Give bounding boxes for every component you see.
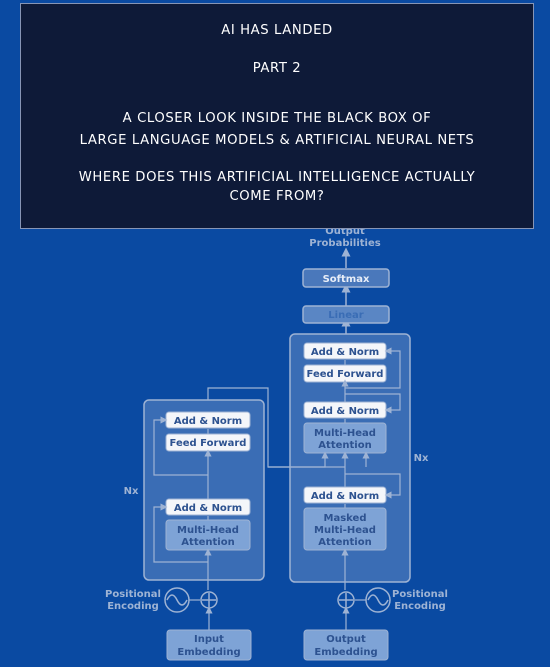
decoder-add-norm-3-label: Add & Norm <box>311 347 379 358</box>
encoder-output-line <box>207 387 329 468</box>
residual-line <box>345 347 401 389</box>
output-probabilities-label-2: Probabilities <box>309 238 380 249</box>
nx-label-encoder: Nx <box>124 486 139 497</box>
encoder-feed-forward-label: Feed Forward <box>170 438 247 449</box>
decoder-mha-label-2: Attention <box>318 440 371 451</box>
decoder-feed-forward-label: Feed Forward <box>307 369 384 380</box>
residual-line <box>345 473 401 499</box>
masked-mha-label-2: Multi-Head <box>314 525 376 536</box>
positional-encoding-label-4: Encoding <box>394 601 446 612</box>
subtitle-line-1: A CLOSER LOOK INSIDE THE BLACK BOX OF <box>122 111 432 126</box>
encoder-mha-label-1: Multi-Head <box>177 525 239 536</box>
question-line-2: COME FROM? <box>229 189 325 204</box>
output-embedding-box <box>303 629 389 661</box>
encoder-add-norm-1-label: Add & Norm <box>174 503 242 514</box>
nx-label-decoder: Nx <box>414 453 429 464</box>
sine-wave-icon <box>367 594 389 606</box>
output-embedding-label-2: Embedding <box>314 647 377 658</box>
subtitle-line-2: LARGE LANGUAGE MODELS & ARTIFICIAL NEURA… <box>79 133 475 148</box>
encoder-mha-label-2: Attention <box>181 537 234 548</box>
decoder-add-norm-2-label: Add & Norm <box>311 406 379 417</box>
masked-mha-label-3: Attention <box>318 537 371 548</box>
positional-encoding-label-2: Encoding <box>107 601 159 612</box>
positional-encoding-label-1: Positional <box>105 589 161 600</box>
output-probabilities-label-1: Output <box>325 229 365 237</box>
sine-wave-icon <box>166 594 188 606</box>
decoder-add-norm-1-label: Add & Norm <box>311 491 379 502</box>
encoder-add-norm-2-label: Add & Norm <box>174 416 242 427</box>
masked-mha-label-1: Masked <box>324 513 367 524</box>
transformer-diagram: Output Probabilities Softmax Linear Add … <box>105 229 448 661</box>
decoder-mha-label-1: Multi-Head <box>314 428 376 439</box>
question-line-1: WHERE DOES THIS ARTIFICIAL INTELLIGENCE … <box>78 170 476 185</box>
residual-line <box>153 503 208 563</box>
linear-label: Linear <box>328 310 363 321</box>
title-line: AI HAS LANDED <box>221 23 333 38</box>
linear-box <box>302 305 390 324</box>
input-embedding-label-1: Input <box>194 634 224 645</box>
residual-line <box>345 393 401 414</box>
input-embedding-label-2: Embedding <box>177 647 240 658</box>
input-embedding-box <box>166 629 252 661</box>
positional-encoding-label-3: Positional <box>392 589 448 600</box>
title-card: AI HAS LANDED PART 2 A CLOSER LOOK INSID… <box>20 3 534 229</box>
softmax-label: Softmax <box>323 274 370 285</box>
output-embedding-label-1: Output <box>326 634 366 645</box>
residual-line <box>153 416 208 476</box>
softmax-box <box>302 268 390 288</box>
part-line: PART 2 <box>252 61 302 76</box>
